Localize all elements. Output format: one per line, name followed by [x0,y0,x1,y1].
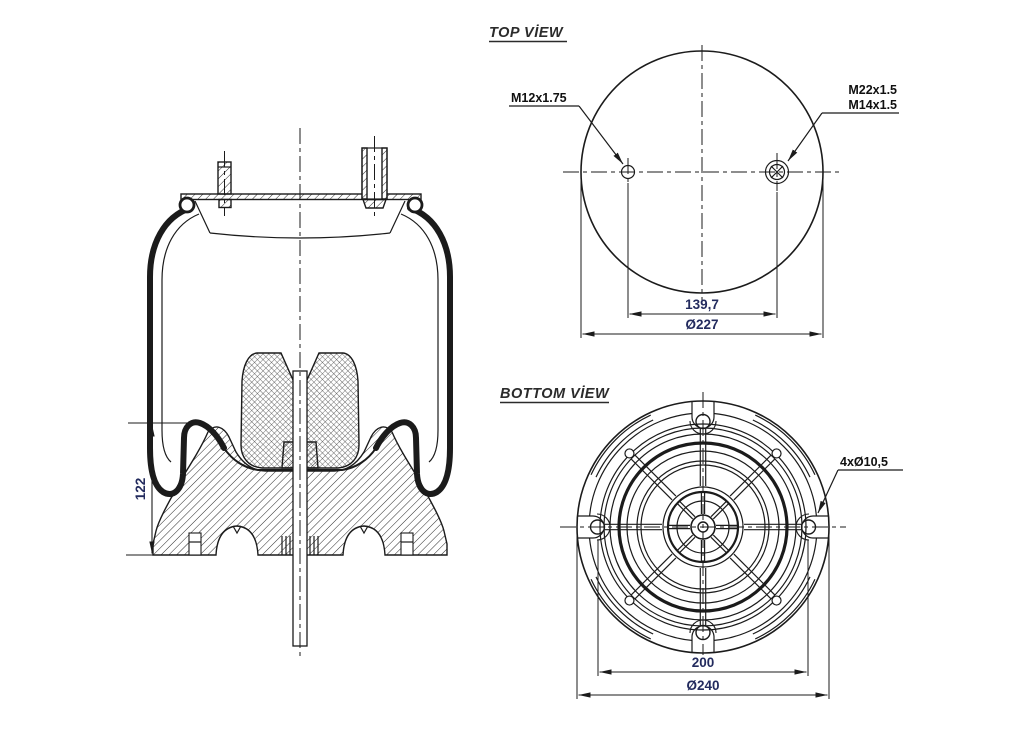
dim-227-text: Ø227 [685,317,718,332]
dim-200-text: 200 [692,655,715,670]
air-port-callout: M22x1.5 M14x1.5 [787,83,899,162]
bottom-view-title: BOTTOM VİEW [500,385,610,402]
dim-122-text: 122 [133,478,148,501]
bolt-holes-label: 4xØ10,5 [840,455,888,469]
dim-122: 122 [126,422,202,556]
bead-plate [180,193,422,201]
side-view-section: 122 [126,128,450,660]
plate-rolled-edge-right [406,196,424,214]
air-port-hole [764,153,790,191]
stud-hole [620,158,636,187]
dim-200: 200 [597,540,809,676]
arch-notches [232,525,369,535]
stud-label: M12x1.75 [511,91,567,105]
bottom-view: BOTTOM VİEW [500,385,903,699]
air-port-label-1: M22x1.5 [848,83,897,97]
plate-rolled-edge-left [178,196,196,214]
top-view-title: TOP VİEW [489,24,564,41]
air-fitting [361,136,388,216]
dim-139-7: 139,7 [627,183,778,318]
bolt-holes-callout: 4xØ10,5 [817,455,903,514]
dim-240: Ø240 [576,534,830,699]
mounting-stud [217,151,232,216]
dim-240-text: Ø240 [686,678,719,693]
air-port-label-2: M14x1.5 [848,98,897,112]
stud-callout: M12x1.75 [509,91,624,165]
bead-clamp-lines [194,200,406,234]
dim-139-7-text: 139,7 [685,297,719,312]
top-view: TOP VİEW M12x1.75 M22x1.5 M14x1.5 [489,24,899,338]
piston-base-slots [188,532,414,556]
dim-227: Ø227 [580,176,824,338]
bumper [240,352,360,469]
bellows-top-edge [209,232,391,239]
